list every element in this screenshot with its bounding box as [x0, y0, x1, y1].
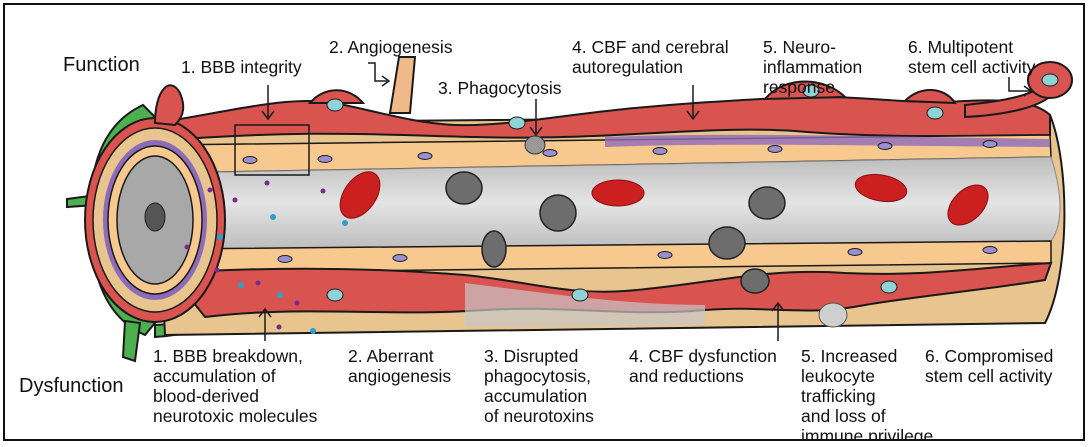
pericyte-hump: [905, 90, 955, 103]
pericyte-nucleus: [327, 289, 343, 301]
pericyte-nucleus: [327, 99, 343, 111]
function-item-6: 6. Multipotent stem cell activity: [908, 37, 1035, 77]
dysfunction-item-3: 3. Disrupted phagocytosis, accumulation …: [484, 346, 594, 426]
dysfunction-item-6: 6. Compromised stem cell activity: [925, 346, 1053, 386]
pericyte-nucleus: [881, 281, 897, 293]
function-item-4: 4. CBF and cerebral autoregulation: [572, 37, 729, 77]
pericyte-nucleus: [509, 117, 525, 129]
pericyte-top: [155, 97, 1050, 141]
migrating-leukocyte: [819, 303, 847, 327]
function-item-2: 2. Angiogenesis: [329, 37, 453, 57]
function-item-5: 5. Neuro- inflammation response: [763, 37, 862, 97]
function-item-3: 3. Phagocytosis: [438, 78, 562, 98]
pericyte-hump: [155, 85, 183, 125]
dysfunction-item-5: 5. Increased leukocyte trafficking and l…: [801, 346, 933, 441]
diagram-canvas: Function Dysfunction 1. BBB integrity 2.…: [3, 3, 1085, 441]
pericyte-nucleus: [572, 289, 588, 301]
phagocyte: [525, 136, 545, 154]
pericyte-nucleus: [927, 107, 943, 119]
astrocyte-process: [123, 321, 140, 361]
dysfunction-item-4: 4. CBF dysfunction and reductions: [629, 346, 777, 386]
dysfunction-item-1: 1. BBB breakdown, accumulation of blood-…: [153, 346, 317, 426]
dysfunction-label: Dysfunction: [19, 376, 124, 396]
function-item-1: 1. BBB integrity: [181, 57, 302, 77]
function-label: Function: [63, 55, 140, 75]
leukocyte: [145, 203, 165, 231]
dysfunction-item-2: 2. Aberrant angiogenesis: [348, 346, 451, 386]
angiogenesis-sprout: [390, 57, 415, 113]
